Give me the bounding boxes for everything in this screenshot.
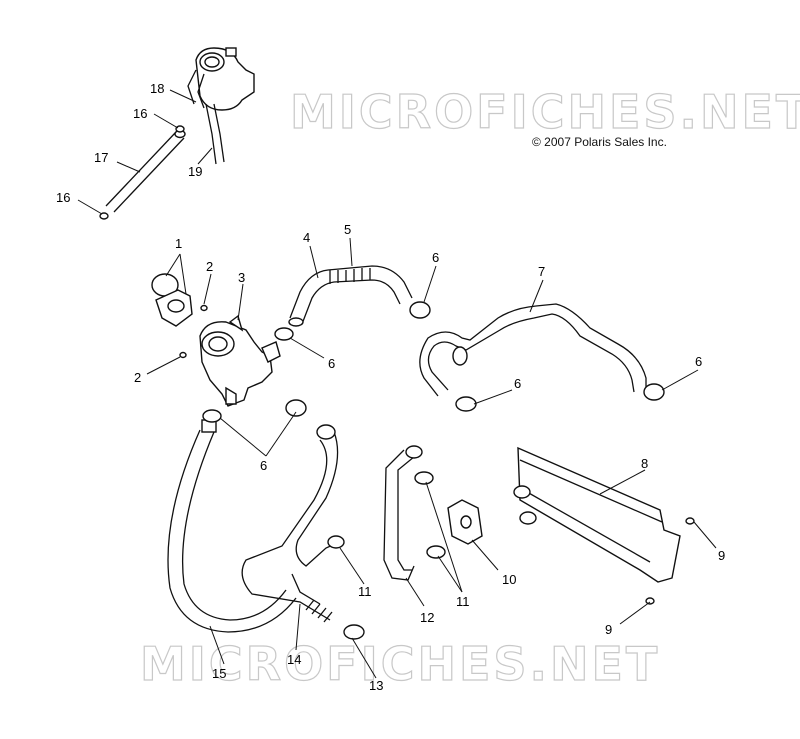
callout-6-reservoir: 6	[328, 356, 335, 371]
hose-7	[419, 303, 647, 397]
watermark-bottom: MICROFICHES.NET	[140, 637, 660, 691]
clamp-11-upper	[414, 471, 434, 485]
screw-2-upper	[200, 304, 208, 312]
callout-6-hose7-right: 6	[695, 354, 702, 369]
block-10-hole	[460, 515, 472, 529]
callout-2-upper: 2	[206, 259, 213, 274]
callout-6-hose5: 6	[432, 250, 439, 265]
cap-1	[151, 273, 193, 327]
cooler-8	[513, 446, 681, 583]
callout-9-lower: 9	[605, 622, 612, 637]
callout-labels: 1 2 2 3 4 5 6 6 6 6 6 7 8 9 9 10 11 11 1…	[56, 81, 725, 693]
reservoir-top-assembly	[187, 47, 255, 165]
callout-11-right: 11	[456, 594, 470, 609]
callout-12: 12	[420, 610, 434, 625]
copyright-notice: © 2007 Polaris Sales Inc.	[532, 135, 667, 149]
hose-12	[383, 445, 423, 581]
screw-2-lower	[179, 351, 187, 359]
screw-9-lower	[645, 597, 655, 605]
callout-19: 19	[188, 164, 202, 179]
callout-3: 3	[238, 270, 245, 285]
clamp-6-hose5	[409, 301, 431, 319]
clamp-6-hose15	[202, 409, 222, 423]
callout-6-hose7-left: 6	[514, 376, 521, 391]
callout-7: 7	[538, 264, 545, 279]
clamp-6-hose7-right	[643, 383, 665, 401]
callout-17: 17	[94, 150, 108, 165]
reservoir-3	[199, 314, 281, 407]
callout-18: 18	[150, 81, 164, 96]
screw-9-upper	[685, 517, 695, 525]
callout-15: 15	[212, 666, 226, 681]
clamp-11-lower	[426, 545, 446, 559]
clamp-16-upper	[175, 125, 185, 133]
leader-lines	[77, 89, 717, 679]
callout-6-hose15: 6	[260, 458, 267, 473]
clamp-6-reservoir	[274, 327, 294, 341]
hose-4-5	[288, 265, 413, 327]
tube-17	[105, 129, 186, 213]
callout-9-upper: 9	[718, 548, 725, 563]
hose-15	[167, 419, 297, 633]
callout-10: 10	[502, 572, 516, 587]
clamp-16-lower	[99, 212, 109, 220]
callout-8: 8	[641, 456, 648, 471]
clamp-6-hose7-left	[455, 396, 477, 412]
callout-5: 5	[344, 222, 351, 237]
callout-16-lower: 16	[56, 190, 70, 205]
callout-14: 14	[287, 652, 301, 667]
callout-16-upper: 16	[133, 106, 147, 121]
callout-4: 4	[303, 230, 310, 245]
clamp-11-hose14	[327, 535, 345, 549]
clamp-13	[343, 624, 365, 640]
callout-2-lower: 2	[134, 370, 141, 385]
watermark-top: MICROFICHES.NET	[290, 85, 800, 139]
callout-1: 1	[175, 236, 182, 251]
hose-14	[241, 424, 345, 623]
callout-11-left: 11	[358, 584, 372, 599]
callout-13: 13	[369, 678, 383, 693]
clamp-6-hose14	[285, 399, 307, 417]
